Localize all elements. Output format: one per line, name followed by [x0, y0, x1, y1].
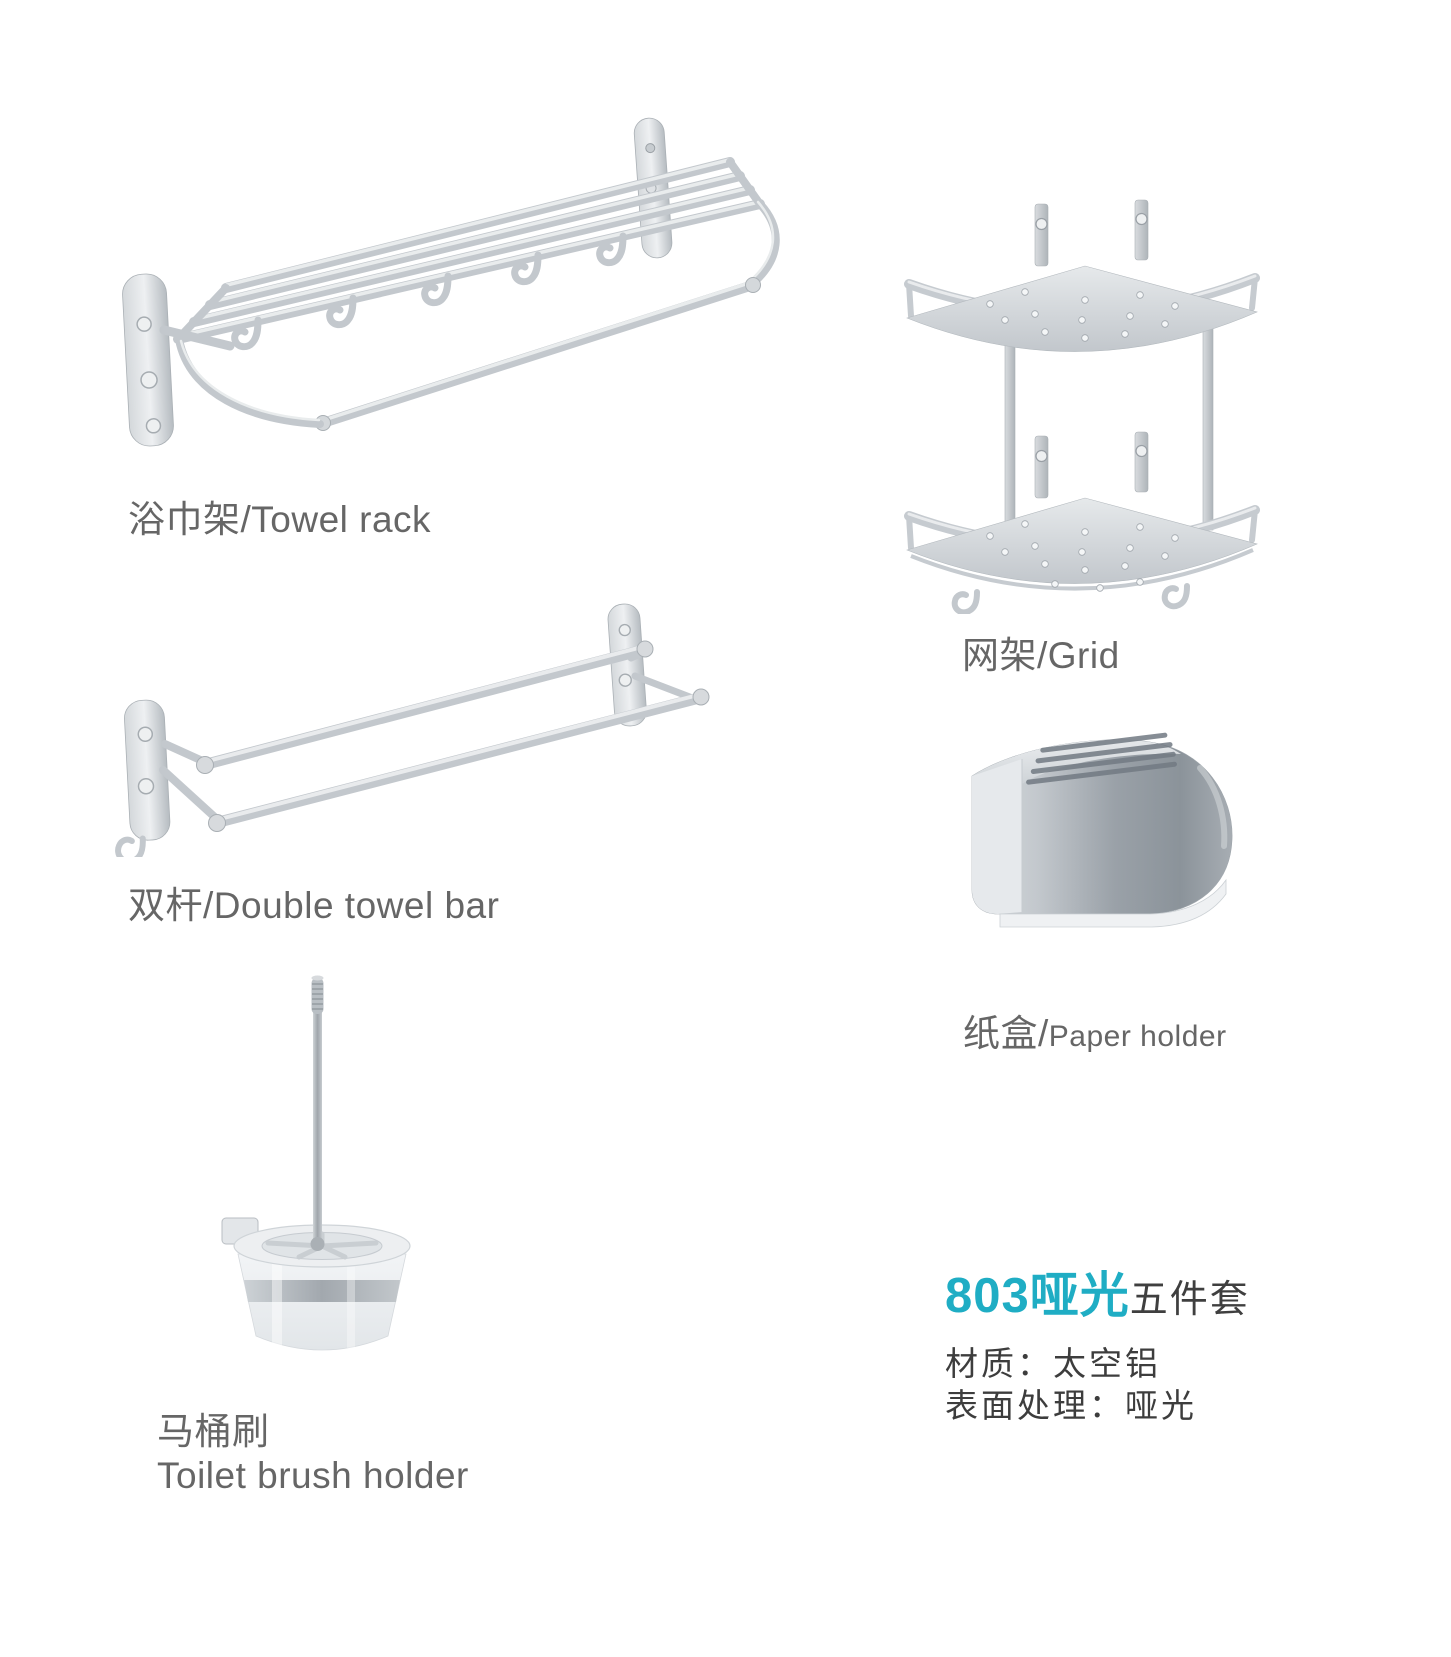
grid-figure	[885, 192, 1280, 614]
grid-hooks	[951, 583, 1190, 614]
towel-rack-shelf-rails	[159, 157, 765, 351]
set-info: 803哑光五件套 材质：太空铝 表面处理：哑光	[945, 1272, 1365, 1427]
paper-holder-label: 纸盒/Paper holder	[963, 1012, 1227, 1056]
toilet-brush-figure	[172, 962, 464, 1374]
toilet-brush-handle	[310, 975, 325, 1251]
grid-label: 网架/Grid	[962, 635, 1120, 676]
paper-holder-figure	[900, 688, 1258, 946]
surface-finish-spec: 表面处理：哑光	[945, 1387, 1197, 1424]
toilet-brush-label-zh: 马桶刷	[157, 1411, 270, 1452]
toilet-brush-cup	[237, 1253, 407, 1351]
paper-holder-label-en: Paper holder	[1048, 1020, 1227, 1053]
towel-rack-image	[122, 117, 780, 447]
double-bar-bars	[159, 640, 710, 832]
set-model-number: 803哑光	[945, 1269, 1130, 1323]
paper-holder-bottom-lip	[999, 878, 1227, 928]
towel-rack-left-wall-plate	[122, 273, 174, 447]
material-spec: 材质：太空铝	[945, 1345, 1161, 1382]
towel-rack-label: 浴巾架/Towel rack	[128, 499, 432, 540]
paper-holder-label-zh: 纸盒/	[963, 1013, 1049, 1054]
towel-rack-hooks	[231, 232, 627, 351]
grid-bottom-shelf-holes	[986, 520, 1179, 592]
double-bar-right-wall-plate	[607, 603, 647, 727]
grid-image	[904, 199, 1260, 614]
grid-top-shelf-holes	[986, 288, 1179, 342]
set-name: 五件套	[1129, 1279, 1250, 1321]
double-towel-bar-figure	[95, 572, 730, 857]
towel-rack-lower-bar	[176, 200, 780, 431]
double-bar-left-wall-plate	[115, 699, 171, 857]
paper-holder-vent-slots	[1026, 732, 1177, 785]
towel-rack-figure	[88, 92, 812, 454]
grid-bottom-tier	[904, 431, 1260, 614]
toilet-brush-image	[221, 975, 411, 1351]
double-towel-bar-label: 双杆/Double towel bar	[128, 885, 500, 926]
grid-top-tier	[904, 199, 1260, 352]
double-towel-bar-image	[115, 603, 710, 857]
paper-holder-image	[971, 732, 1233, 928]
set-title: 803哑光五件套	[945, 1272, 1365, 1321]
toilet-brush-label-en: Toilet brush holder	[157, 1454, 469, 1496]
paper-holder-body	[971, 732, 1233, 928]
